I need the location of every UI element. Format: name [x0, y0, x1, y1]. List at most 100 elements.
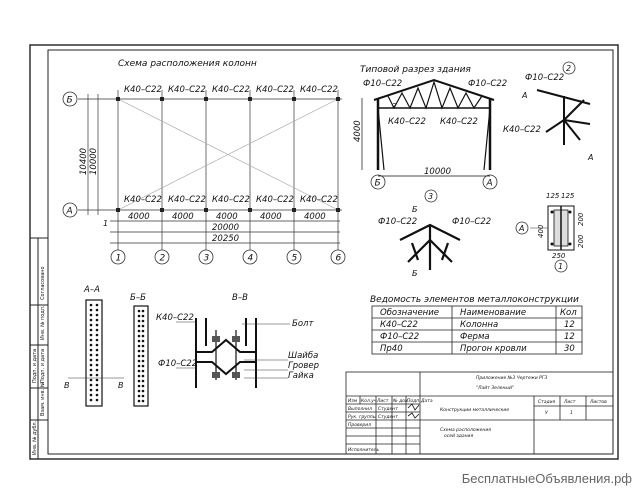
perforation-hole: [89, 393, 93, 397]
col-label-bottom-3: К40–С22: [212, 195, 250, 205]
tb-col-list: Лист: [376, 398, 389, 404]
tb-scheme: Схема расположения: [440, 427, 491, 433]
detail-3-left: Ф10–С22: [378, 217, 417, 227]
perforation-hole: [89, 363, 93, 367]
detail-2-cut-a1: А: [521, 91, 527, 100]
col-label-top-1: К40–С22: [124, 85, 162, 95]
axis-num-4: 4: [248, 254, 254, 264]
tb-listov: Листов: [589, 399, 607, 405]
axis-letter-b: Б: [67, 96, 73, 106]
section-height: 4000: [353, 120, 363, 142]
col-label-top-4: К40–С22: [256, 85, 294, 95]
span-4: 4000: [260, 212, 282, 222]
perforation-hole: [137, 384, 141, 388]
perforation-hole: [89, 313, 93, 317]
detail-1: А 125 125 400 200 200 250 1: [515, 192, 585, 273]
perforation-hole: [137, 369, 141, 373]
perforation-hole: [137, 349, 141, 353]
perforation-hole: [89, 333, 93, 337]
perforation-hole: [89, 308, 93, 312]
perforation-hole: [95, 308, 99, 312]
tb-construct: Конструкции металлические: [440, 407, 509, 413]
schedule-header-qty: Кол: [560, 308, 577, 318]
span-1: 4000: [128, 212, 150, 222]
perforation-hole: [95, 333, 99, 337]
detail-marker-1: 1: [103, 219, 108, 228]
schedule-header-code: Обозначение: [380, 308, 439, 318]
perforation-hole: [137, 389, 141, 393]
schedule-row-1-name: Колонна: [460, 320, 498, 330]
perforation-hole: [141, 309, 145, 313]
tb-project: "Лайт Зеленый": [476, 385, 514, 391]
perforation-hole: [89, 378, 93, 382]
perforation-hole: [95, 393, 99, 397]
perforation-hole: [95, 338, 99, 342]
tb-col-izm: Изм: [348, 398, 358, 404]
perforation-hole: [137, 399, 141, 403]
section-col-right: К40–С22: [440, 117, 478, 127]
strip-label-4: Взам. инв. №: [40, 381, 46, 416]
schedule-row-2-name: Ферма: [460, 332, 490, 342]
detail-2-label: 2: [566, 64, 571, 73]
section-vv: В–В К40–С22 Ф10–С22 Болт Шайба Гровер: [156, 293, 319, 388]
perforation-hole: [141, 339, 145, 343]
vv-bolt: Болт: [292, 319, 314, 329]
left-strip-labels: Согласовано Инв. № подл. Подп. и дата Вз…: [32, 266, 46, 455]
building-section: Ф10–С22 Ф10–С22 К40–С22 К40–С22 4000 100…: [353, 78, 507, 190]
perforation-hole: [89, 358, 93, 362]
perforation-hole: [89, 348, 93, 352]
detail-3-right: Ф10–С22: [452, 217, 491, 227]
perforation-hole: [141, 329, 145, 333]
perforation-hole: [141, 314, 145, 318]
schedule-header-name: Наименование: [460, 308, 526, 318]
perforation-hole: [141, 334, 145, 338]
dim-total-20250: 20250: [212, 234, 239, 244]
tb-list: Лист: [563, 399, 576, 405]
tb-r3: Проверил: [348, 422, 371, 428]
perforation-hole: [89, 323, 93, 327]
detail-3-cut-b2: Б: [412, 269, 418, 278]
perforation-hole: [89, 353, 93, 357]
detail-1-w1: 125: [546, 192, 560, 200]
tb-name1: Студент: [378, 406, 398, 412]
strip-label-5: Подп. и дата: [32, 349, 38, 383]
detail-3: 3 Ф10–С22 Ф10–С22 Б Б: [378, 189, 491, 278]
section-v-left: В: [64, 381, 70, 390]
vv-bottom-label: Ф10–С22: [158, 359, 197, 369]
detail-1-w2: 125: [561, 192, 575, 200]
tb-col-date: Дата: [420, 398, 433, 404]
perforation-hole: [95, 328, 99, 332]
detail-3-label: 3: [428, 192, 433, 201]
perforation-hole: [95, 388, 99, 392]
perforation-hole: [137, 319, 141, 323]
section-axis-b: Б: [375, 179, 381, 189]
perforation-hole: [89, 368, 93, 372]
strip-label-3: Подп. и дата: [40, 349, 46, 383]
tb-list-val: 1: [570, 410, 573, 416]
perforation-hole: [95, 368, 99, 372]
title-block: Приложение №3 Чертежи РГЗ "Лайт Зеленый"…: [345, 371, 614, 455]
perforation-hole: [141, 324, 145, 328]
detail-1-axis: А: [518, 224, 524, 233]
perforation-hole: [137, 324, 141, 328]
section-col-left: К40–С22: [388, 117, 426, 127]
schedule-row-3-code: Пр40: [380, 344, 403, 354]
section-v-right: В: [118, 381, 124, 390]
schedule-row-2-code: Ф10–С22: [380, 332, 419, 342]
perforation-hole: [137, 359, 141, 363]
tb-col-doc: № док.: [392, 398, 409, 404]
perforation-hole: [141, 344, 145, 348]
perforation-hole: [89, 388, 93, 392]
perforation-hole: [95, 303, 99, 307]
section-title: Типовой разрез здания: [360, 65, 471, 75]
col-label-bottom-1: К40–С22: [124, 195, 162, 205]
plan-title: Схема расположения колонн: [118, 59, 257, 69]
vv-top-label: К40–С22: [156, 313, 194, 323]
detail-1-200a: 200: [577, 212, 585, 226]
schedule-row-3-name: Прогон кровли: [460, 344, 527, 354]
tb-scheme2: осей здания: [444, 433, 473, 439]
tb-app: Приложение №3 Чертежи РГЗ: [476, 375, 547, 381]
detail-1-h: 400: [537, 224, 545, 238]
perforation-hole: [95, 378, 99, 382]
perforation-hole: [95, 358, 99, 362]
